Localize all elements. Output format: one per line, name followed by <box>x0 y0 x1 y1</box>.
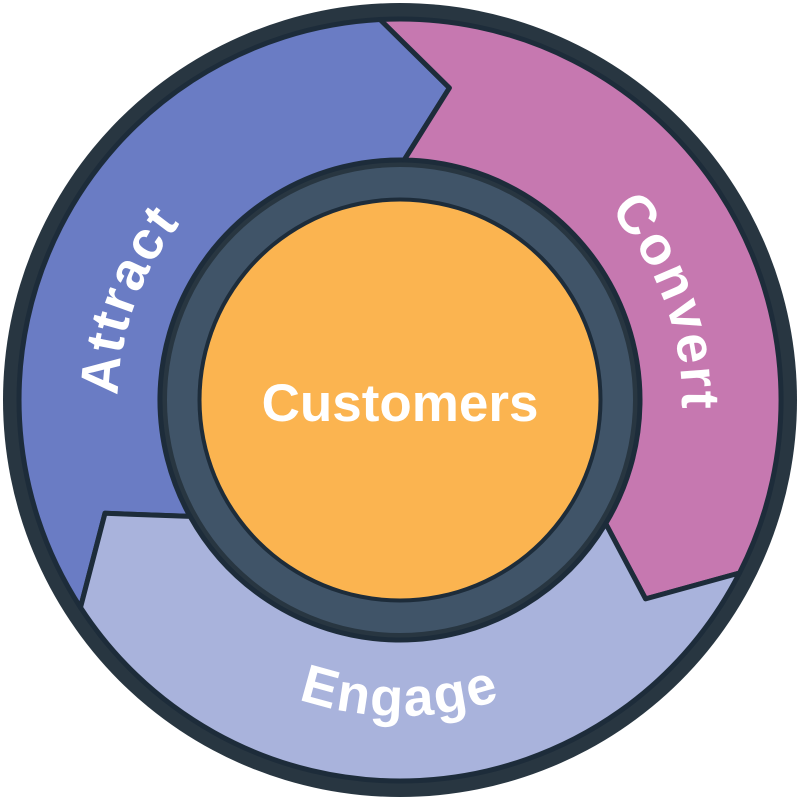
customers-label: Customers <box>262 374 539 433</box>
convert-segment <box>377 16 784 602</box>
center-circle <box>201 201 599 599</box>
attract-segment <box>16 17 452 610</box>
engage-segment <box>78 510 742 784</box>
